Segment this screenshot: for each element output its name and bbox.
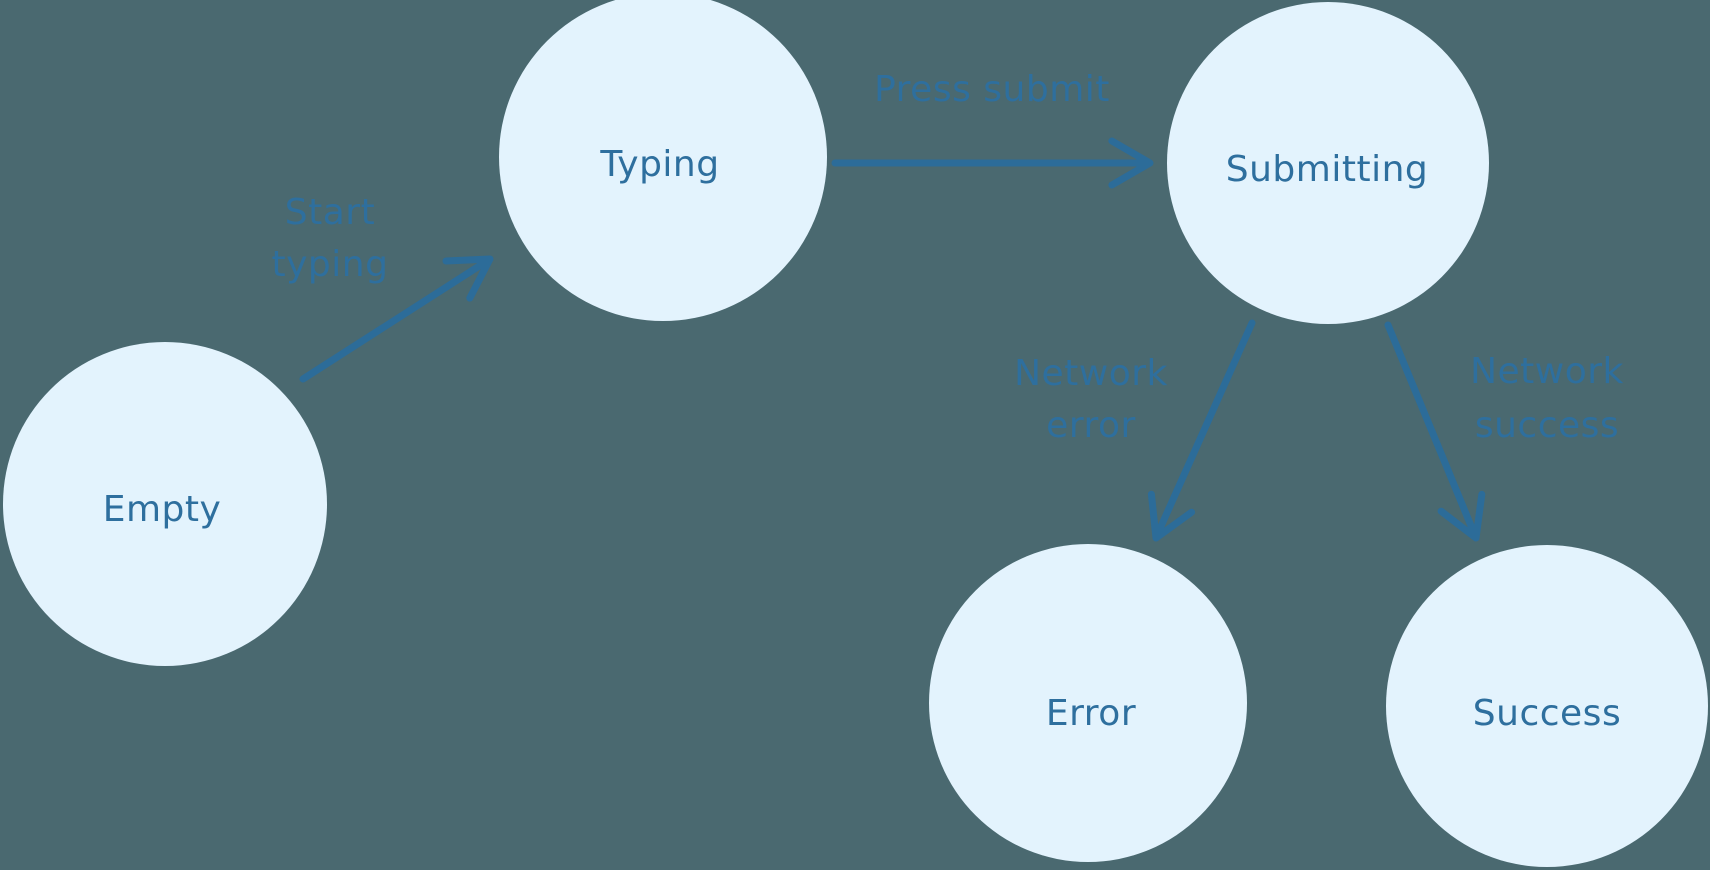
transition-label-network-error-line2: error	[1046, 405, 1136, 446]
transition-label-network-error-line1: Network	[1014, 353, 1168, 394]
transition-arrow-start-typing	[299, 255, 494, 383]
transition-label-start-typing-line2: typing	[272, 244, 389, 285]
transition-label-network-success-line1: Network	[1470, 351, 1624, 392]
state-node-typing[interactable]	[499, 0, 827, 321]
state-node-error[interactable]	[929, 544, 1247, 862]
transition-arrow-network-error	[1147, 319, 1256, 542]
state-label-success: Success	[1473, 693, 1621, 734]
state-node-submitting[interactable]	[1167, 2, 1489, 324]
state-label-typing: Typing	[599, 144, 719, 185]
state-node-empty[interactable]	[3, 342, 327, 666]
state-label-submitting: Submitting	[1226, 149, 1429, 190]
state-label-empty: Empty	[103, 489, 222, 530]
transition-label-press-submit: Press submit	[874, 69, 1110, 110]
transition-label-network-success-line2: success	[1475, 405, 1619, 446]
transition-arrow-network-success	[1384, 321, 1486, 542]
transition-arrow-press-submit	[831, 137, 1154, 189]
state-label-error: Error	[1046, 693, 1136, 734]
transition-label-start-typing-line1: Start	[285, 192, 375, 233]
state-node-success[interactable]	[1386, 545, 1708, 867]
